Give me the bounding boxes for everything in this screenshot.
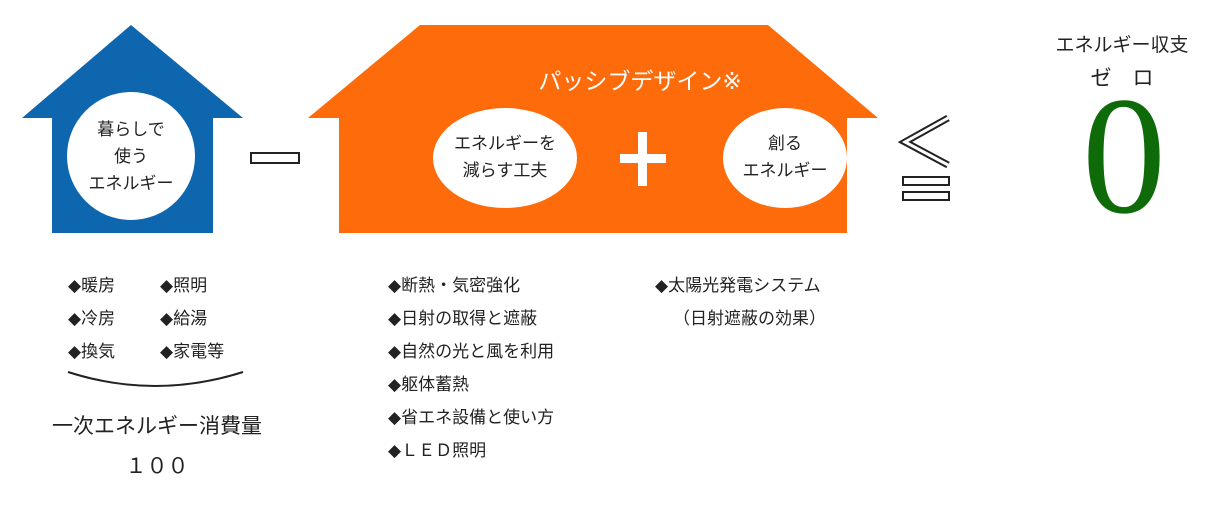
list-item: ◆ＬＥＤ照明 bbox=[388, 441, 487, 461]
consumption-line: 使う bbox=[114, 147, 148, 167]
primary-energy-value: １００ bbox=[125, 454, 189, 478]
list-item: ◆躯体蓄熱 bbox=[388, 375, 470, 395]
plus-sign-v bbox=[638, 132, 647, 186]
item: ◆冷房 bbox=[68, 309, 116, 329]
passive-design-title: パッシブデザイン※ bbox=[538, 69, 742, 95]
zero-value: 0 bbox=[1082, 63, 1166, 249]
reduce-label: エネルギーを 減らす工夫 bbox=[454, 131, 556, 185]
list-item: ◆断熱・気密強化 bbox=[388, 276, 521, 296]
create-ellipse bbox=[723, 108, 847, 208]
minus-sign bbox=[250, 152, 300, 164]
list-item: ◆自然の光と風を利用 bbox=[388, 342, 555, 362]
list-item: （日射遮蔽の効果） bbox=[673, 309, 826, 329]
primary-energy-label: 一次エネルギー消費量 bbox=[52, 414, 262, 438]
list-item: ◆日射の取得と遮蔽 bbox=[388, 309, 538, 329]
brace-curve bbox=[67, 371, 244, 387]
item: ◆換気 bbox=[68, 342, 116, 362]
reduce-ellipse bbox=[433, 108, 577, 208]
item: ◆家電等 bbox=[160, 342, 225, 362]
consumption-items: ◆暖房 ◆照明 ◆冷房 ◆給湯 ◆換気 ◆家電等 bbox=[68, 270, 224, 369]
equal-bar-top bbox=[902, 176, 950, 186]
consumption-line: 暮らしで bbox=[97, 120, 165, 140]
item: ◆暖房 bbox=[68, 276, 116, 296]
list-item: ◆太陽光発電システム bbox=[655, 276, 821, 296]
item: ◆照明 bbox=[160, 276, 208, 296]
reduce-line: エネルギーを bbox=[454, 134, 556, 154]
create-line: 創る bbox=[768, 134, 802, 154]
reduce-items: ◆断熱・気密強化 ◆日射の取得と遮蔽 ◆自然の光と風を利用 ◆躯体蓄熱 ◆省エネ… bbox=[388, 270, 554, 468]
list-item: ◆省エネ設備と使い方 bbox=[388, 408, 555, 428]
consumption-circle bbox=[67, 92, 195, 220]
create-label: 創る エネルギー bbox=[743, 131, 828, 185]
energy-balance-label: エネルギー収支 bbox=[1055, 34, 1189, 56]
consumption-label: 暮らしで 使う エネルギー bbox=[89, 117, 174, 198]
create-line: エネルギー bbox=[742, 161, 828, 181]
item: ◆給湯 bbox=[160, 309, 208, 329]
reduce-line: 減らす工夫 bbox=[462, 161, 548, 181]
create-items: ◆太陽光発電システム （日射遮蔽の効果） bbox=[655, 270, 826, 336]
less-than-sign bbox=[897, 114, 950, 169]
consumption-line: エネルギー bbox=[88, 174, 174, 194]
equal-bar-bottom bbox=[902, 191, 950, 201]
zero-word: ゼ ロ bbox=[1090, 66, 1154, 90]
